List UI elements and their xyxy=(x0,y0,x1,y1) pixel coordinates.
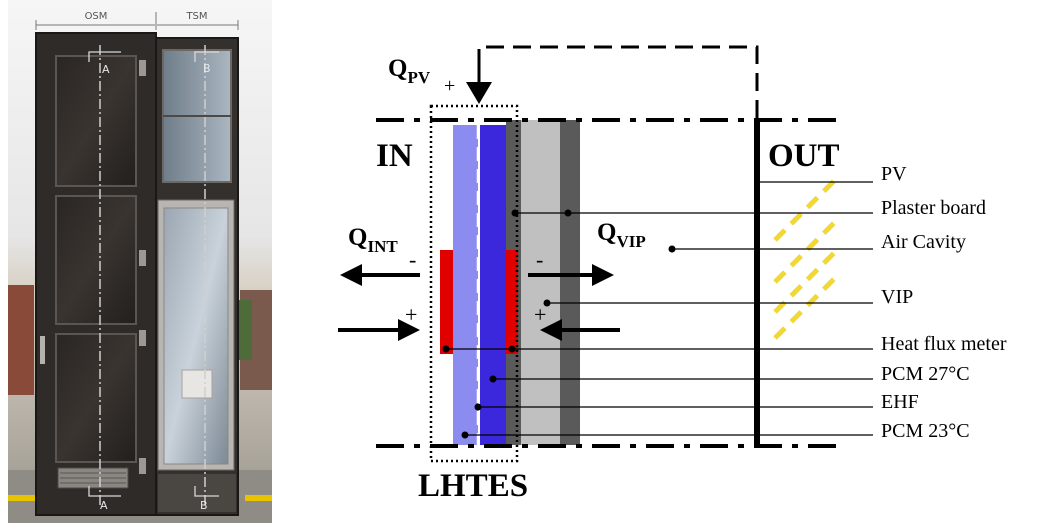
yellow-rail xyxy=(8,495,38,501)
hinge xyxy=(139,330,146,346)
qint-sign-out: - xyxy=(409,247,416,272)
qpv-arrowhead xyxy=(466,82,492,104)
osm-panel-3 xyxy=(55,333,137,463)
label-in: IN xyxy=(376,138,413,174)
section-arrow-b-top xyxy=(194,51,219,62)
qvip-sign-in: + xyxy=(534,302,546,327)
layer-legend: PV Plaster board Air Cavity VIP Heat flu… xyxy=(881,163,1007,442)
qvip-arrow-out-head xyxy=(592,264,614,286)
qvip-main: Q xyxy=(597,219,616,246)
layer-plaster-board xyxy=(521,120,560,445)
label-air-cavity: Air Cavity xyxy=(881,231,966,253)
hatch-line xyxy=(773,220,837,284)
pv-hatch xyxy=(773,178,837,340)
hinge xyxy=(139,458,146,474)
qvip-label: QVIP xyxy=(597,219,646,251)
osm-panel-1 xyxy=(55,55,137,187)
tsm-glazing xyxy=(163,207,229,465)
leader-dot xyxy=(668,245,676,253)
qpv-sign: + xyxy=(444,75,455,97)
heat-flux-meter-in xyxy=(440,250,453,354)
hatch-line xyxy=(773,178,837,242)
label-vip: VIP xyxy=(881,286,913,308)
hatch-line xyxy=(773,250,837,314)
leader-dot xyxy=(442,345,450,353)
section-arrow-a-top xyxy=(88,51,121,62)
label-pv: PV xyxy=(881,163,907,185)
qvip-arrow-in-head xyxy=(540,319,562,341)
section-arrow-a-bottom xyxy=(88,486,121,497)
leader-dot xyxy=(511,209,519,217)
label-plaster-board: Plaster board xyxy=(881,197,986,219)
label-ehf: EHF xyxy=(881,391,919,413)
section-arrow-b-bottom xyxy=(194,486,219,497)
qint-arrow-in-head xyxy=(398,319,420,341)
section-schematic: IN OUT LHTES QPV + QINT - + QVIP - + PV … xyxy=(338,45,1007,504)
qpv-subscript: PV xyxy=(407,68,430,87)
layer-vip xyxy=(560,120,580,445)
background-tree xyxy=(238,300,252,360)
leader-lines xyxy=(446,181,873,436)
tsm-label-card xyxy=(181,369,213,399)
pv-feedback-loop xyxy=(477,45,759,118)
qint-label: QINT xyxy=(348,224,398,256)
qint-subscript: INT xyxy=(367,237,398,256)
osm-panel-2 xyxy=(55,195,137,325)
layer-pcm-27 xyxy=(480,125,506,445)
osm-label: OSM xyxy=(85,11,108,22)
section-mark-a-top: A xyxy=(102,63,110,76)
leader-dot xyxy=(474,403,482,411)
section-mark-b-bottom: B xyxy=(200,499,208,512)
section-mark-a-bottom: A xyxy=(100,499,108,512)
qvip-subscript: VIP xyxy=(616,232,645,251)
leader-dot xyxy=(543,299,551,307)
qint-sign-in: + xyxy=(405,302,417,327)
layer-pcm-23 xyxy=(453,125,478,445)
prototype-photo: OSM TSM A B A B xyxy=(8,0,272,523)
door-handle xyxy=(40,336,45,364)
tsm-bottom-plate xyxy=(158,474,236,512)
hinge xyxy=(139,250,146,266)
qpv-label: QPV xyxy=(388,55,431,87)
qpv-main: Q xyxy=(388,55,407,82)
label-out: OUT xyxy=(768,138,840,174)
leader-dot xyxy=(508,345,516,353)
label-pcm-23: PCM 23°C xyxy=(881,420,970,442)
leader-dot xyxy=(489,375,497,383)
background-building-left xyxy=(8,285,34,395)
leader-dots xyxy=(442,209,676,439)
leader-dot xyxy=(564,209,572,217)
qint-main: Q xyxy=(348,224,367,251)
leader-dot xyxy=(461,431,469,439)
label-heat-flux-meter: Heat flux meter xyxy=(881,333,1007,355)
hinge xyxy=(139,60,146,76)
section-mark-b-top: B xyxy=(203,62,211,75)
tsm-label: TSM xyxy=(185,11,207,22)
hatch-line xyxy=(773,276,837,340)
qvip-sign-out: - xyxy=(536,247,543,272)
label-lhtes: LHTES xyxy=(418,468,528,504)
qint-arrow-out-head xyxy=(340,264,362,286)
yellow-rail-right xyxy=(245,495,272,501)
label-pcm-27: PCM 27°C xyxy=(881,363,970,385)
heat-flux-meter-mid xyxy=(506,250,518,354)
